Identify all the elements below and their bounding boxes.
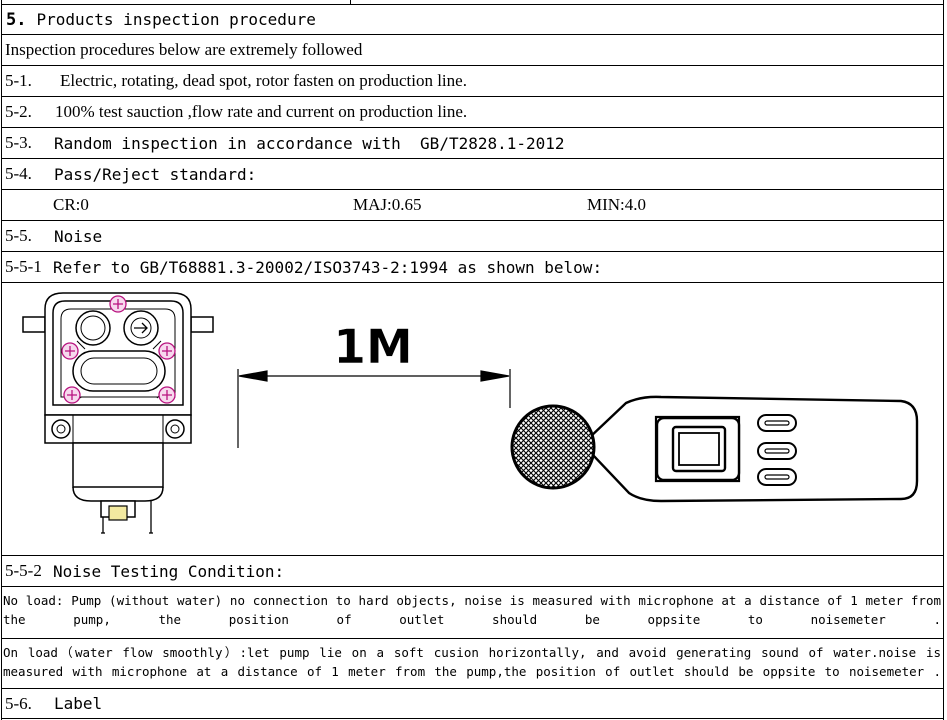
table-left-border (1, 0, 2, 720)
noise-meter-icon (510, 395, 919, 503)
standard-row: CR:0 MAJ:0.65 MIN:4.0 (1, 189, 943, 220)
no-load-line-1: No load: Pump (without water) no connect… (3, 593, 941, 608)
maj-value: MAJ:0.65 (353, 195, 422, 214)
item-row-5-4: 5-4. Pass/Reject standard: (1, 158, 943, 189)
item-number: 5-3. (5, 133, 32, 152)
cr-value: CR:0 (53, 195, 89, 214)
item-text: 100% test sauction ,flow rate and curren… (55, 102, 468, 121)
section-number: 5. (6, 9, 27, 30)
item-row-5-5-2: 5-5-2 Noise Testing Condition: (1, 555, 943, 586)
on-load-row: On load（water flow smoothly）:let pump li… (1, 638, 943, 688)
screw-icons (61, 295, 176, 404)
item-text: Random inspection in accordance with GB/… (54, 133, 565, 153)
item-text: Label (54, 694, 103, 713)
item-row-5-5: 5-5. Noise (1, 220, 943, 251)
item-number: 5-6. (5, 693, 32, 713)
item-row-5-5-1: 5-5-1 Refer to GB/T68881.3-20002/ISO3743… (1, 251, 943, 282)
pump-drawing (22, 292, 214, 534)
item-number: 5-5. (5, 226, 32, 245)
table-right-border (943, 0, 944, 720)
header-tick (350, 0, 351, 4)
on-load-line-1: On load（water flow smoothly）:let pump li… (3, 645, 941, 660)
item-text: Noise (54, 226, 103, 246)
intro-row: Inspection procedures below are extremel… (1, 34, 943, 65)
item-row-5-1: 5-1. Electric, rotating, dead spot, roto… (1, 65, 943, 96)
intro-text: Inspection procedures below are extremel… (5, 40, 363, 59)
min-value: MIN:4.0 (587, 195, 647, 214)
item-text: Refer to GB/T68881.3-20002/ISO3743-2:199… (53, 257, 603, 277)
section-title: Products inspection procedure (36, 10, 316, 29)
item-row-5-2: 5-2. 100% test sauction ,flow rate and c… (1, 96, 943, 127)
item-number: 5-5-1 (5, 257, 42, 276)
item-text: Pass/Reject standard: (54, 164, 257, 184)
noise-test-diagram: 1M (22, 292, 919, 534)
no-load-line-2: the pump, the position of outlet should … (3, 612, 941, 627)
section-header: 5. Products inspection procedure (1, 4, 943, 34)
item-text: Noise Testing Condition: (53, 561, 285, 581)
item-number: 5-2. (5, 102, 32, 121)
item-number: 5-4. (5, 164, 32, 183)
figure-row: 1M (1, 282, 943, 555)
item-row-5-6: 5-6. Label (1, 688, 943, 719)
item-row-5-3: 5-3. Random inspection in accordance wit… (1, 127, 943, 158)
on-load-line-2: measured with microphone at a distance o… (3, 664, 941, 679)
item-text: Electric, rotating, dead spot, rotor fas… (60, 71, 467, 90)
distance-label: 1M (333, 320, 412, 375)
item-number: 5-1. (5, 71, 32, 90)
no-load-row: No load: Pump (without water) no connect… (1, 586, 943, 638)
item-number: 5-5-2 (5, 561, 42, 580)
distance-dimension (237, 369, 511, 448)
